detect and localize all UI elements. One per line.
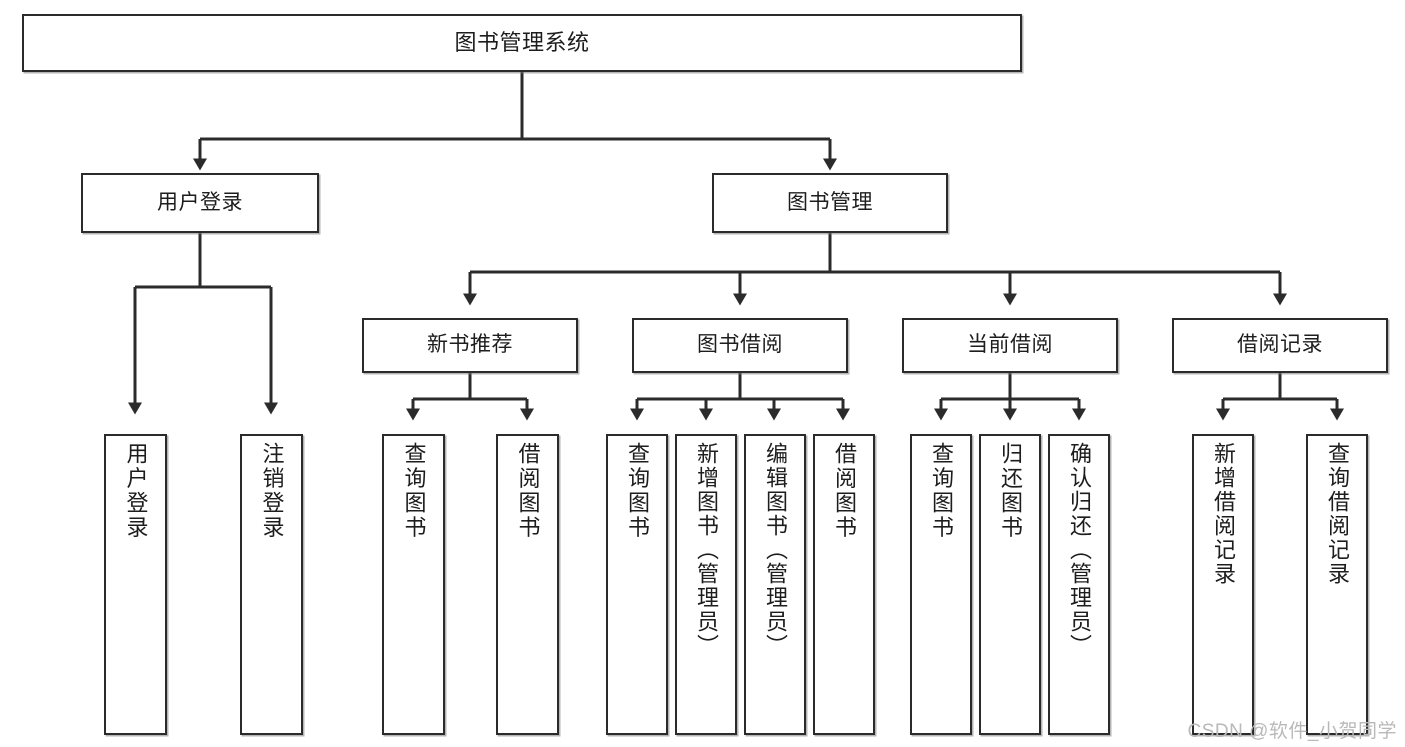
node-label: 查询图书 [401, 442, 427, 540]
leaf-user-login[interactable]: 用户登录 [104, 434, 167, 735]
node-root-system[interactable]: 图书管理系统 [22, 14, 1022, 72]
node-label: 查询图书 [929, 442, 954, 540]
leaf-user-logout[interactable]: 注销登录 [240, 434, 303, 735]
node-label: 用户登录 [157, 190, 243, 214]
node-label: 归还图书 [998, 442, 1023, 540]
node-label: 借阅图书 [832, 442, 857, 540]
node-label: 新增图书（管理员） [694, 442, 719, 658]
node-label: 用户登录 [123, 442, 149, 540]
leaf-record-add-borrow-record[interactable]: 新增借阅记录 [1192, 434, 1254, 735]
leaf-borrow-borrow-book[interactable]: 借阅图书 [813, 434, 875, 735]
node-label: 注销登录 [259, 442, 285, 540]
node-label: 查询图书 [625, 442, 650, 540]
node-label: 图书管理系统 [454, 30, 590, 56]
leaf-current-return-book[interactable]: 归还图书 [979, 434, 1041, 735]
node-label: 图书借阅 [697, 333, 783, 357]
node-current-borrow[interactable]: 当前借阅 [902, 318, 1118, 373]
node-label: 新书推荐 [427, 333, 513, 357]
node-book-borrow[interactable]: 图书借阅 [632, 318, 848, 373]
leaf-current-query-book[interactable]: 查询图书 [910, 434, 972, 735]
node-book-management[interactable]: 图书管理 [712, 173, 948, 233]
node-label: 借阅记录 [1237, 333, 1323, 357]
leaf-borrow-query-book[interactable]: 查询图书 [606, 434, 668, 735]
leaf-current-confirm-return-admin[interactable]: 确认归还（管理员） [1048, 434, 1110, 735]
node-label: 图书管理 [787, 190, 873, 214]
node-label: 新增借阅记录 [1211, 442, 1236, 586]
leaf-borrow-edit-book-admin[interactable]: 编辑图书（管理员） [744, 434, 806, 735]
node-label: 当前借阅 [967, 333, 1053, 357]
leaf-new-book-query[interactable]: 查询图书 [382, 434, 445, 735]
node-borrow-record[interactable]: 借阅记录 [1172, 318, 1388, 373]
node-user-login[interactable]: 用户登录 [81, 173, 319, 233]
node-new-book-recommend[interactable]: 新书推荐 [362, 318, 578, 373]
leaf-borrow-add-book-admin[interactable]: 新增图书（管理员） [675, 434, 737, 735]
leaf-record-query-borrow-record[interactable]: 查询借阅记录 [1306, 434, 1368, 735]
node-label: 确认归还（管理员） [1067, 442, 1092, 658]
node-label: 借阅图书 [515, 442, 541, 540]
node-label: 编辑图书（管理员） [763, 442, 788, 658]
node-label: 查询借阅记录 [1325, 442, 1350, 586]
leaf-new-book-borrow[interactable]: 借阅图书 [496, 434, 559, 735]
watermark-text: CSDN @软件_小贺同学 [1187, 721, 1397, 742]
